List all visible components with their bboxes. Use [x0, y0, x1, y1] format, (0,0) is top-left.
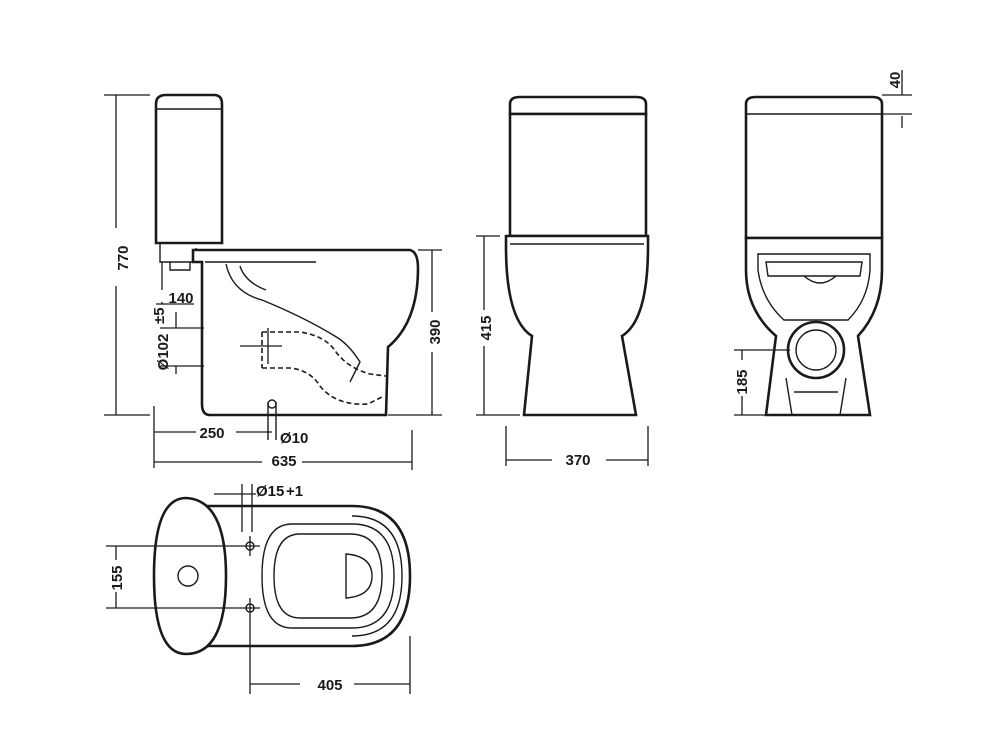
side-trap-dashed [262, 331, 387, 377]
dim-185-line [734, 349, 790, 416]
dim-140-line [156, 262, 194, 305]
top-bowl-opening [273, 533, 383, 619]
rear-inner-recess-2 [765, 261, 863, 284]
top-view: Ø15 +1 155 405 [106, 483, 412, 694]
side-view: 770 140 Ø102 ±5 390 250 Ø10 635 [104, 93, 444, 470]
top-drain-symbol [345, 553, 373, 599]
top-seat-outline [261, 523, 395, 629]
dim-102-label: Ø102 [155, 334, 172, 371]
side-cistern-connector [159, 243, 197, 271]
dim-40-line [882, 70, 912, 128]
dim-250-line [153, 406, 272, 468]
front-view: 415 370 [476, 95, 650, 469]
dim-370-line [505, 426, 649, 466]
front-cistern-body [508, 112, 648, 238]
rear-inner-recess [757, 253, 871, 321]
dim-15-label: Ø15 [256, 483, 284, 500]
dim-405-label: 405 [317, 677, 342, 694]
dim-15-tol: +1 [286, 483, 303, 500]
dim-390-line [388, 249, 442, 416]
side-inner-bowl [225, 263, 361, 383]
dim-770-label: 770 [115, 245, 132, 270]
dim-fixing-label: Ø10 [280, 430, 308, 447]
side-trap-dashed-2 [262, 367, 385, 405]
side-fixing-bolt [267, 402, 277, 440]
dim-250-label: 250 [199, 425, 224, 442]
dim-415-line [476, 235, 520, 416]
dim-635-line [154, 430, 413, 470]
dim-40-label: 40 [887, 72, 904, 89]
side-fixing-head [267, 399, 277, 409]
dim-390-label: 390 [427, 319, 444, 344]
dim-405-line [249, 618, 411, 694]
dim-102-line [160, 312, 204, 374]
dim-370-label: 370 [565, 452, 590, 469]
front-bowl [504, 234, 650, 417]
dim-155-line [106, 545, 240, 609]
dim-415-label: 415 [478, 315, 495, 340]
rear-cistern [744, 95, 884, 240]
dim-155-label: 155 [109, 565, 126, 590]
dim-770-line [104, 94, 150, 416]
dim-185-label: 185 [734, 369, 751, 394]
top-pan-outline [194, 504, 412, 648]
dim-15-line [214, 484, 256, 532]
top-flush-button [177, 565, 199, 587]
side-cistern [154, 93, 224, 245]
top-cistern [152, 496, 228, 656]
side-outlet-center [240, 328, 282, 364]
front-cistern [508, 95, 648, 116]
dim-635-label: 635 [271, 453, 296, 470]
side-inner-bowl-2 [239, 265, 267, 291]
rear-view: 40 185 [734, 70, 912, 417]
rear-outlet-inner [795, 329, 837, 371]
dim-102-tol: ±5 [151, 307, 168, 324]
dim-140-label: 140 [168, 290, 193, 307]
top-fixing-points [240, 536, 260, 618]
rear-feet [785, 377, 847, 416]
top-seat-gap [351, 515, 403, 637]
